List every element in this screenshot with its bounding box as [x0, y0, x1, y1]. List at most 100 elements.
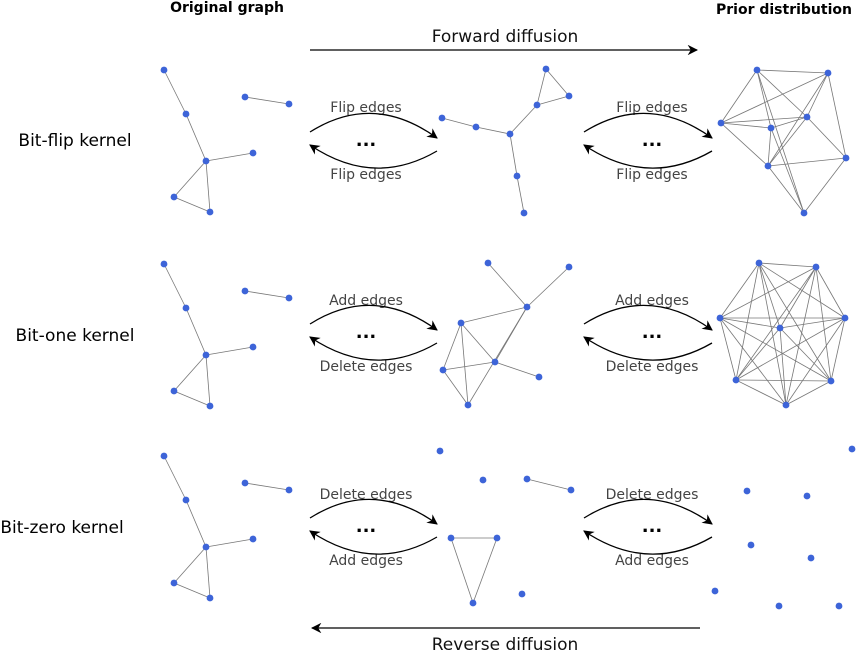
graph-edge	[441, 117, 477, 128]
graph-edge	[536, 95, 570, 106]
ellipsis: ...	[356, 322, 377, 343]
graph-node	[241, 479, 249, 487]
graph-edge	[460, 322, 496, 363]
graph-node	[249, 343, 257, 351]
op-label-bottom-left: Add edges	[329, 553, 403, 569]
graph-edge	[173, 160, 207, 198]
graph-node	[249, 149, 257, 157]
op-label-bottom-right: Add edges	[615, 553, 689, 569]
graph-edge	[205, 346, 254, 356]
graph-node	[848, 445, 856, 453]
graph-edge	[806, 116, 847, 159]
graph-edge	[756, 69, 772, 129]
graph-node	[542, 65, 550, 73]
graph-edge	[767, 116, 808, 167]
graph-node	[732, 376, 740, 384]
graph-node	[755, 259, 763, 267]
graph-node	[182, 110, 190, 118]
graph-edge	[244, 482, 290, 491]
prior-distribution-header: Prior distribution	[716, 2, 852, 18]
graph-node	[206, 402, 214, 410]
graph-edge	[719, 266, 817, 319]
graph-edge	[173, 582, 211, 599]
graph-edge	[719, 262, 760, 319]
graph-edge	[830, 317, 846, 382]
transition-arrows	[309, 112, 713, 555]
graph-edge	[472, 537, 498, 604]
graph-edge	[460, 306, 528, 324]
graph-node	[206, 208, 214, 216]
graph-edge	[720, 72, 829, 124]
op-label-bottom-right: Flip edges	[616, 167, 687, 183]
graph-edge	[185, 499, 207, 548]
graph-edge	[735, 379, 832, 382]
graph-edge	[460, 322, 469, 406]
original-graph	[160, 260, 293, 410]
graph-node	[285, 486, 293, 494]
graph-edge	[536, 68, 547, 106]
graph-node	[493, 534, 501, 542]
graph-node	[523, 475, 531, 483]
graph-edge	[785, 266, 817, 406]
transition-arrow	[309, 498, 438, 525]
graph-node	[241, 287, 249, 295]
graph-node	[285, 100, 293, 108]
graph-node	[747, 541, 755, 549]
graph-edge	[767, 157, 847, 167]
graph-node	[479, 476, 487, 484]
graph-node	[841, 314, 849, 322]
transition-arrow	[583, 530, 713, 555]
transition-arrow	[583, 304, 713, 331]
graph-edge	[815, 266, 846, 319]
intermediate-graph	[439, 259, 573, 409]
original-graph-header: Original graph	[170, 0, 284, 16]
graph-node	[565, 92, 573, 100]
graph-node	[827, 377, 835, 385]
graph-node	[776, 324, 784, 332]
graph-node	[803, 492, 811, 500]
graph-node	[565, 263, 573, 271]
graph-edge	[785, 380, 832, 406]
transition-arrow	[309, 336, 438, 361]
graph-node	[464, 401, 472, 409]
graph-node	[567, 486, 575, 494]
graph-edge	[827, 72, 847, 159]
graph-edge	[173, 354, 207, 392]
graph-node	[170, 193, 178, 201]
original-graph	[160, 452, 293, 602]
graph-node	[202, 543, 210, 551]
row-label-bit-flip: Bit-flip kernel	[18, 131, 131, 151]
op-label-top-right: Add edges	[615, 293, 689, 309]
ellipsis: ...	[356, 130, 377, 151]
graph-node	[436, 447, 444, 455]
graph-edge	[719, 317, 832, 382]
op-label-top-right: Delete edges	[606, 487, 699, 503]
graphs	[160, 65, 856, 610]
op-label-bottom-right: Delete edges	[606, 359, 699, 375]
graph-node	[170, 387, 178, 395]
op-label-bottom-left: Flip edges	[330, 167, 401, 183]
graph-edge	[735, 266, 817, 381]
transition-arrow	[309, 112, 438, 139]
graph-edge	[803, 157, 847, 214]
graph-node	[824, 69, 832, 77]
graph-node	[160, 66, 168, 74]
graph-node	[285, 294, 293, 302]
op-label-top-right: Flip edges	[616, 100, 687, 116]
graph-node	[764, 162, 772, 170]
graph-node	[202, 351, 210, 359]
op-label-top-left: Delete edges	[320, 487, 413, 503]
graph-edge	[719, 317, 781, 329]
graph-node	[182, 304, 190, 312]
graph-edge	[185, 113, 207, 162]
graph-edge	[442, 369, 469, 406]
original-graph	[160, 66, 293, 216]
ellipsis: ...	[356, 516, 377, 537]
graph-node	[711, 587, 719, 595]
graph-edge	[173, 546, 207, 584]
graph-node	[457, 319, 465, 327]
graph-edge	[163, 69, 187, 115]
ellipsis: ...	[642, 322, 663, 343]
ellipsis: ...	[642, 516, 663, 537]
